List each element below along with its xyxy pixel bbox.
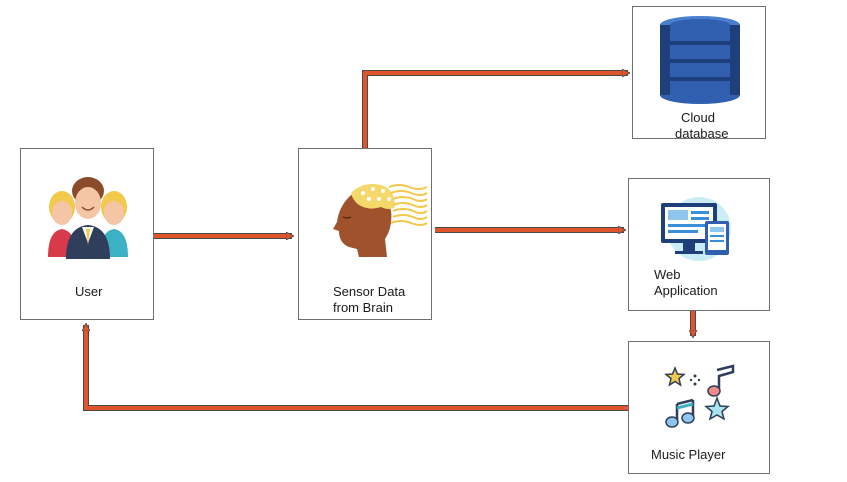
cloud-label-line1: Cloud — [681, 110, 715, 125]
web-app-devices-icon — [661, 197, 731, 261]
music-notes-icon — [664, 364, 735, 428]
database-icon — [660, 16, 740, 104]
web-label-line1: Web — [654, 267, 681, 282]
head-sensor-icon — [333, 184, 428, 257]
arrow-sensor-to-cloud — [362, 73, 628, 148]
cloud-database-node: Cloud database — [632, 6, 766, 141]
user-label: User — [75, 284, 103, 299]
web-application-node: Web Application — [628, 178, 770, 311]
arrow-music-to-user — [86, 325, 628, 411]
people-group-icon — [48, 177, 128, 259]
sensor-label-line2: from Brain — [333, 300, 393, 315]
web-label-line2: Application — [654, 283, 718, 298]
cloud-label-line2: database — [675, 126, 729, 141]
sensor-label-line1: Sensor Data — [333, 284, 406, 299]
sensor-node: Sensor Data from Brain — [298, 148, 432, 320]
music-player-node: Music Player — [628, 341, 770, 474]
music-label: Music Player — [651, 447, 726, 462]
user-node: User — [20, 148, 154, 320]
